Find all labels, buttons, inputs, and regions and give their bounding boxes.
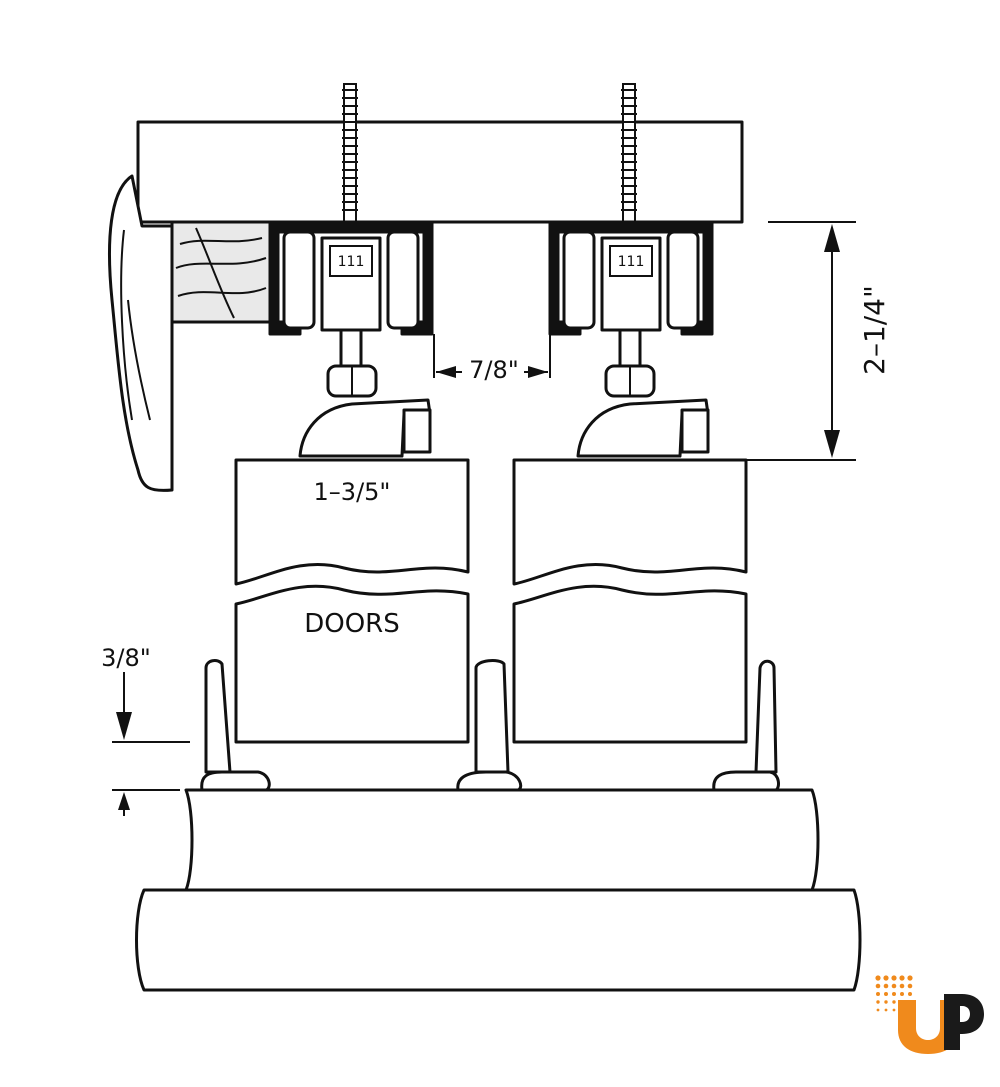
hanger-bolt-left [298,328,432,458]
up-logo: UP [875,975,984,1081]
logo-dot [875,983,881,989]
threaded-rod-right [621,83,637,223]
logo-dot [899,975,905,981]
logo-dot [883,975,889,981]
floor-guide-left [200,659,271,792]
logo-dot [875,975,881,981]
logo-dot [907,983,913,989]
hanger-bolt-right [576,328,710,458]
logo-text: UP [940,1079,942,1081]
floor-bottom [135,888,862,992]
logo-dot [892,1008,896,1012]
wall-trim [108,174,272,492]
door-thickness-label: 1–3/5" [314,478,391,506]
logo-dot [891,975,897,981]
gap-dimension: 7/8" [433,334,551,384]
floor-guide-right [712,659,780,792]
roller-label-left: 111 [338,254,365,270]
clearance-dimension-label: 3/8" [101,644,151,672]
logo-dot [907,975,913,981]
logo-dot [884,1008,888,1012]
track-right: 111 [548,220,714,336]
door-left: 1–3/5" DOORS [234,458,470,744]
door-right [512,458,748,744]
threaded-rod-left [342,83,358,223]
logo-dot [908,992,912,996]
floor-guide-center [456,659,523,792]
clearance-dimension: 3/8" [101,644,190,816]
logo-dot [883,983,889,989]
track-left: 111 [268,220,434,336]
logo-dot [892,992,896,996]
logo-dot [892,1000,896,1004]
logo-dot [876,1000,880,1004]
logo-dot [891,983,897,989]
logo-dot [899,983,905,989]
logo-dot [884,992,888,996]
floor-top [184,788,820,892]
logo-letter-p [944,994,984,1050]
height-dimension-label: 2–1/4" [858,285,891,375]
gap-dimension-label: 7/8" [469,356,519,384]
logo-dot [876,1008,880,1012]
roller-label-right: 111 [618,254,645,270]
doors-label: DOORS [304,609,400,639]
height-dimension: 2–1/4" [744,221,891,461]
logo-dot [884,1000,888,1004]
logo-dot [876,992,880,996]
logo-letter-u [898,1000,958,1054]
header-beam [136,120,744,224]
logo-dot [900,992,904,996]
logo-dot-pattern [875,975,913,1012]
